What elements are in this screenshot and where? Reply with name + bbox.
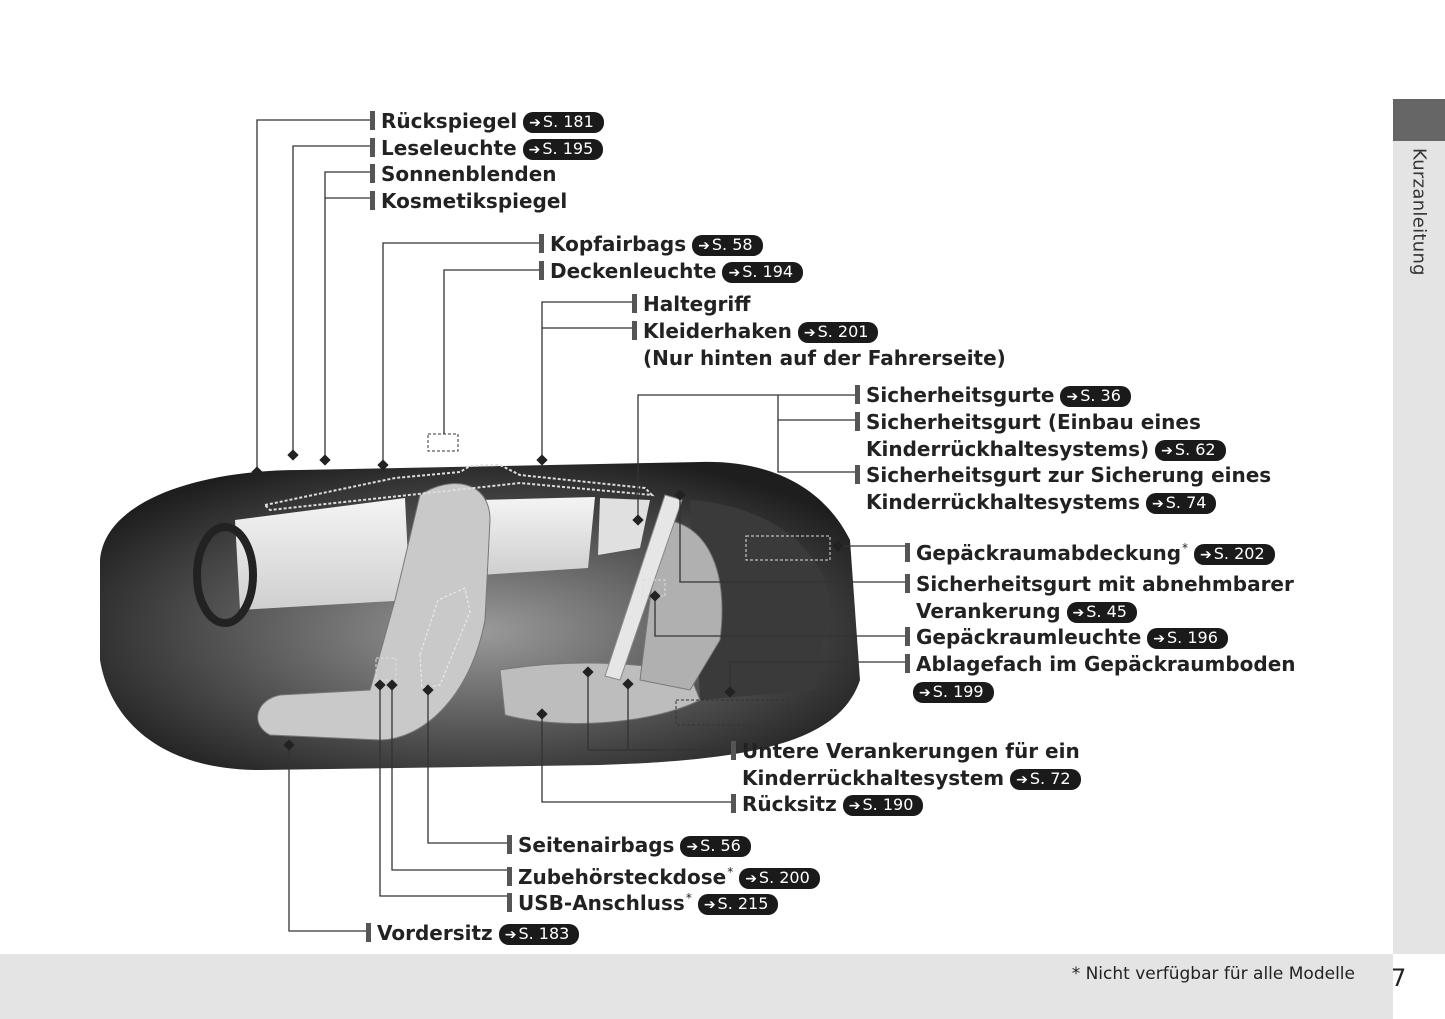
label-leseleuchte: Leseleuchte➔S. 195: [370, 135, 604, 162]
page-ref-badge[interactable]: ➔S. 199: [913, 682, 994, 703]
footer-band: [0, 954, 1393, 1019]
label-seitenairbags: Seitenairbags➔S. 56: [507, 832, 751, 859]
page-ref-badge[interactable]: ➔S. 196: [1147, 628, 1228, 649]
label-kopfairbags: Kopfairbags➔S. 58: [539, 231, 763, 258]
leader-dots: [251, 449, 844, 751]
leader-gepaeckraumleuchte: [654, 596, 908, 637]
page-ref-badge[interactable]: ➔S. 201: [797, 322, 879, 343]
leader-seitenairbags: [427, 690, 510, 844]
side-window-2: [598, 498, 650, 555]
label-usb-anschluss: USB-Anschluss*➔S. 215: [507, 885, 779, 917]
leader-ablagefach: [729, 661, 908, 692]
label-gepaeckraumabdeckung: Gepäckraumabdeckung*➔S. 202: [905, 535, 1275, 567]
usb-box: [375, 657, 397, 681]
leader-kopfairbags: [382, 242, 542, 465]
side-window-1: [478, 497, 595, 575]
label-ruecksitz: Rücksitz➔S. 190: [731, 791, 924, 818]
car-interior-illustration: [100, 119, 908, 932]
cargo-cover-box: [745, 535, 831, 561]
leader-haltegriff: [541, 301, 635, 460]
front-window: [235, 498, 410, 610]
page-number: 7: [1391, 964, 1407, 992]
label-kleiderhaken: Kleiderhaken➔S. 201(Nur hinten auf der F…: [632, 318, 1006, 372]
leader-rueckspiegel: [256, 119, 373, 472]
page-ref-badge[interactable]: ➔S. 72: [1010, 769, 1081, 790]
floor-box: [675, 699, 789, 726]
leader-leseleuchte: [292, 145, 373, 455]
page-ref-badge[interactable]: ➔S. 181: [523, 112, 604, 133]
side-airbag-outline: [419, 587, 471, 689]
cargo-light-box: [642, 579, 666, 597]
page-ref-badge[interactable]: ➔S. 62: [1155, 440, 1226, 461]
leader-lines: [256, 119, 908, 932]
label-sonnenblenden: Sonnenblenden: [370, 161, 557, 188]
label-deckenleuchte: Deckenleuchte➔S. 194: [539, 258, 804, 285]
page-ref-badge[interactable]: ➔S. 194: [722, 262, 804, 283]
page-ref-badge[interactable]: ➔S. 36: [1060, 386, 1131, 407]
side-tab-label: Kurzanleitung: [1408, 148, 1430, 276]
page-ref-badge[interactable]: ➔S. 183: [498, 924, 580, 945]
leader-gurt-sicherung: [777, 420, 858, 473]
page-ref-badge[interactable]: ➔S. 56: [680, 836, 751, 857]
page-ref-badge[interactable]: ➔S. 202: [1194, 544, 1275, 565]
ceiling-light-box: [427, 433, 459, 452]
label-rueckspiegel: Rückspiegel➔S. 181: [370, 108, 604, 135]
label-kosmetikspiegel: Kosmetikspiegel: [370, 188, 567, 215]
leader-gurt-einbau: [777, 395, 858, 421]
leader-zubehoer: [391, 685, 510, 871]
leader-vordersitz: [288, 745, 369, 932]
footnote: * Nicht verfügbar für alle Modelle: [1071, 964, 1355, 984]
leader-untere-verankerungen: [587, 672, 734, 751]
label-ablagefach: Ablagefach im Gepäckraumboden➔S. 199: [905, 651, 1296, 705]
page-ref-badge[interactable]: ➔S. 45: [1066, 602, 1137, 623]
page-ref-badge[interactable]: ➔S. 58: [692, 235, 763, 256]
side-tab: [1393, 99, 1445, 954]
leader-usb: [379, 685, 510, 897]
leader-ruecksitz: [541, 714, 734, 803]
leader-gurt-abnehmbar: [679, 495, 908, 583]
curtain-airbag-outline: [262, 463, 655, 512]
page-ref-badge[interactable]: ➔S. 195: [522, 139, 604, 160]
page-ref-badge[interactable]: ➔S. 200: [739, 868, 820, 889]
label-sicherheitsgurte: Sicherheitsgurte➔S. 36: [855, 382, 1131, 409]
label-gepaeckraumleuchte: Gepäckraumleuchte➔S. 196: [905, 624, 1228, 651]
steering-wheel: [193, 523, 257, 627]
page-ref-badge[interactable]: ➔S. 74: [1146, 493, 1217, 514]
seat-belt: [604, 494, 683, 681]
page-ref-badge[interactable]: ➔S. 215: [697, 894, 779, 915]
rear-area: [690, 500, 830, 700]
page-ref-badge[interactable]: ➔S. 190: [842, 795, 924, 816]
side-tab-marker: [1393, 99, 1445, 141]
label-vordersitz: Vordersitz➔S. 183: [366, 920, 580, 947]
label-haltegriff: Haltegriff: [632, 291, 750, 318]
leader-sicherheitsgurte: [637, 394, 858, 520]
leader-deckenleuchte: [443, 269, 542, 434]
leader-sonnenblenden: [324, 171, 373, 460]
label-zubehoersteckdose: Zubehörsteckdose*➔S. 200: [507, 859, 820, 891]
